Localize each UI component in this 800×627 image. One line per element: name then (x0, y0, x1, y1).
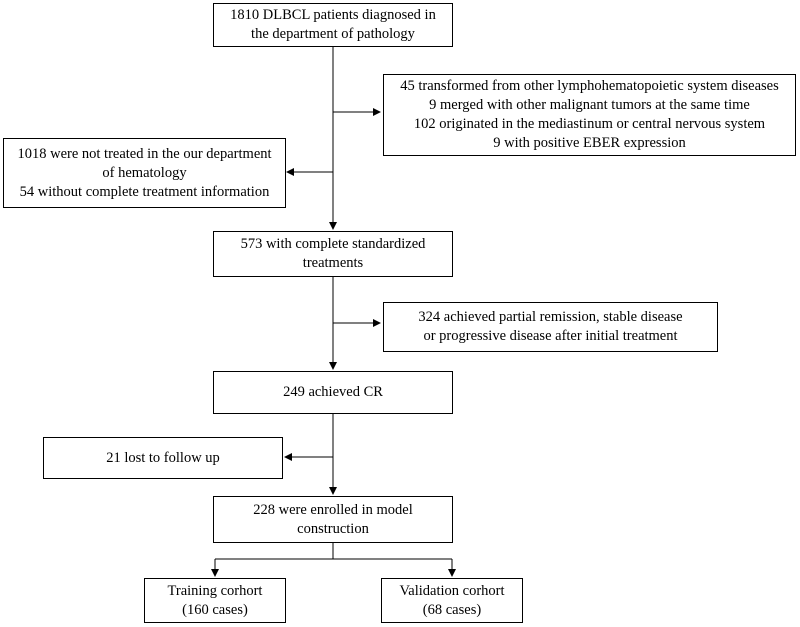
box-line: 1810 DLBCL patients diagnosed in (230, 7, 436, 23)
box-line: 249 achieved CR (283, 384, 383, 400)
box-line: 102 originated in the mediastinum or cen… (413, 116, 766, 132)
box-line: 228 were enrolled in model (253, 501, 413, 518)
box-line: of hematology (102, 164, 187, 181)
box-line: 573 with complete standardized (240, 236, 426, 252)
box-exclusion-1: 45 transformed from other lymphohematopo… (383, 74, 796, 156)
box-diagnosed: 1810 DLBCL patients diagnosed in the dep… (213, 3, 453, 47)
box-line: 9 merged with other malignant tumors at … (429, 97, 750, 113)
box-standardized: 573 with complete standardized treatment… (213, 231, 453, 277)
box-exclusion-2: 1018 were not treated in the our departm… (3, 138, 286, 208)
box-line: Training corhort (167, 582, 263, 599)
box-line: the department of pathology (251, 26, 415, 42)
box-validation: Validation corhort (68 cases) (381, 578, 523, 623)
box-enrolled: 228 were enrolled in model construction (213, 496, 453, 543)
box-line: 21 lost to follow up (106, 449, 220, 466)
box-exclusion-3: 324 achieved partial remission, stable d… (383, 302, 718, 352)
box-line: or progressive disease after initial tre… (423, 328, 678, 344)
box-lost: 21 lost to follow up (43, 437, 283, 479)
box-cr: 249 achieved CR (213, 371, 453, 414)
box-line: 45 transformed from other lymphohematopo… (400, 78, 779, 94)
box-line: Validation corhort (399, 582, 505, 599)
box-line: construction (297, 520, 369, 537)
box-line: (68 cases) (422, 601, 482, 618)
box-line: 54 without complete treatment informatio… (19, 183, 270, 200)
box-line: 1018 were not treated in the our departm… (17, 145, 272, 162)
box-line: (160 cases) (182, 601, 248, 618)
box-training: Training corhort (160 cases) (144, 578, 286, 623)
box-line: 9 with positive EBER expression (493, 135, 686, 151)
box-line: treatments (302, 255, 364, 271)
box-line: 324 achieved partial remission, stable d… (418, 309, 683, 325)
